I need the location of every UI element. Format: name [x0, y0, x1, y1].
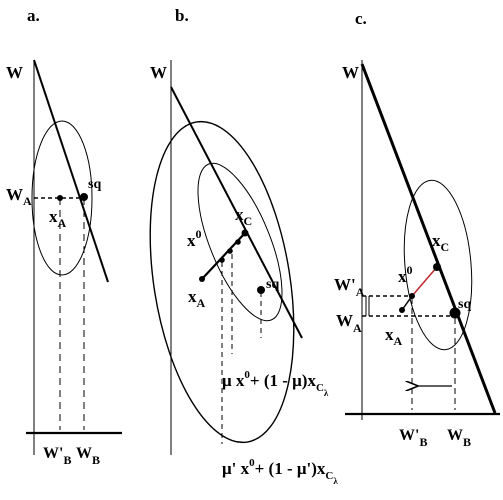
- panel-b-xa-point: [199, 276, 205, 282]
- panel-a-budget-line: [33, 59, 109, 283]
- panel-c-wb-label: WB: [447, 427, 471, 449]
- panel-a-wb-label: WB: [76, 445, 100, 467]
- panel-c-x0-label: x0: [398, 263, 413, 286]
- panel-b-sq-label: sq: [266, 277, 279, 292]
- panel-b-large-ellipse: [149, 120, 295, 444]
- panel-a-xa-point: [57, 195, 63, 201]
- panel-c-budget-line: [360, 63, 497, 414]
- panel-b-w-axis-label: W: [150, 63, 167, 82]
- panel-b-tag: b.: [175, 6, 189, 25]
- panel-c-red-segment: [411, 266, 438, 297]
- panel-c-xc-label: xC: [432, 231, 449, 254]
- panel-c-wa-prime-label: W'A: [334, 275, 365, 299]
- panel-a-wa-label: WA: [6, 185, 32, 208]
- panel-a-sq-point: [80, 193, 88, 201]
- panel-b: b. W xC x0 xA sq μ x0+ (1 - μ)xCλ μ' x0+…: [149, 6, 338, 486]
- panel-a-sq-label: sq: [88, 177, 101, 192]
- panel-a-w-axis-label: W: [6, 63, 23, 82]
- panel-c-w-axis-label: W: [342, 63, 359, 82]
- panel-a-tag: a.: [27, 6, 40, 25]
- panel-b-xc-point: [241, 229, 249, 237]
- panel-b-xc-label: xC: [235, 205, 252, 228]
- panel-a-wb-prime-label: W'B: [43, 445, 71, 467]
- panel-c-xa-point: [399, 307, 405, 313]
- panel-b-mu-formula: μ x0+ (1 - μ)xCλ: [222, 369, 329, 398]
- panel-b-mu-prime-formula: μ' x0+ (1 - μ')xCλ: [222, 457, 338, 486]
- panel-c-wa-label: WA: [336, 311, 362, 335]
- panel-c-ellipse: [403, 179, 473, 351]
- panel-b-point-3: [219, 257, 225, 263]
- panel-b-point-2: [227, 248, 233, 254]
- panel-c-sq-point: [449, 307, 461, 319]
- panel-c: c. W xC x0 sq W'A WA xA W'B WB: [334, 9, 500, 449]
- panel-b-xa-label: xA: [188, 287, 206, 310]
- panel-c-xc-point: [433, 263, 441, 271]
- panel-b-sq-point: [257, 286, 265, 294]
- panel-c-tag: c.: [355, 9, 367, 28]
- panel-b-x0-label: x0: [187, 227, 202, 250]
- panel-c-xa-label: xA: [385, 325, 403, 348]
- panel-b-small-ellipse: [197, 162, 283, 322]
- panel-a-xa-label: xA: [49, 207, 67, 230]
- panel-a: a. W WA xA sq W'B WB: [6, 6, 122, 467]
- panel-b-budget-line: [170, 86, 303, 339]
- panel-b-point-1: [235, 239, 241, 245]
- panel-a-ellipse: [31, 120, 93, 276]
- panel-c-wb-prime-label: W'B: [399, 427, 427, 449]
- panel-c-x0-point: [409, 293, 415, 299]
- panel-c-sq-label: sq: [458, 297, 471, 312]
